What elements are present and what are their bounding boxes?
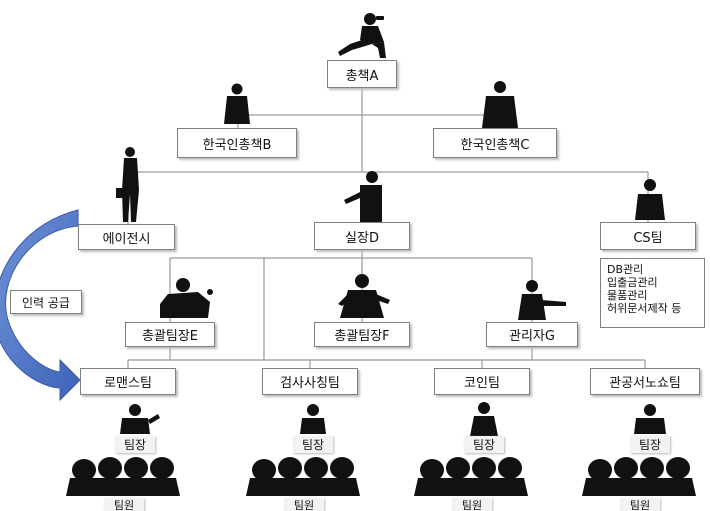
cs-duty-item: DB관리 — [607, 263, 644, 276]
node-team-official: 관공서노쇼팀 — [590, 368, 700, 395]
node-lead-e: 총괄팀장E — [125, 322, 215, 347]
node-team-romance: 로맨스팀 — [80, 368, 176, 395]
official-member-label: 팀원 — [620, 498, 660, 511]
person-b-silhouette-icon — [224, 83, 250, 124]
member-groups-icon — [66, 457, 696, 496]
cs-duties-list: DB관리 입출금관리 물품관리 허위문서제작 등 — [600, 258, 705, 328]
node-lead-f: 총괄팀장F — [314, 322, 410, 347]
romance-leader-label: 팀장 — [115, 436, 155, 453]
supply-arrow-icon — [0, 209, 81, 402]
prosecutor-leader-silhouette-icon — [300, 404, 326, 434]
cs-duty-item: 허위문서제작 등 — [607, 302, 682, 315]
node-korea-b: 한국인총책B — [177, 128, 297, 158]
lead-e-silhouette-icon — [160, 278, 213, 318]
node-boss: 총책A — [327, 60, 397, 88]
prosecutor-member-label: 팀원 — [284, 498, 324, 511]
coin-leader-label: 팀장 — [464, 436, 504, 453]
coin-member-label: 팀원 — [452, 498, 492, 511]
official-members-icon — [582, 457, 696, 496]
coin-leader-silhouette-icon — [470, 402, 498, 436]
prosecutor-members-icon — [246, 457, 360, 496]
cs-duty-item: 입출금관리 — [607, 276, 658, 289]
node-team-coin: 코인팀 — [434, 368, 530, 395]
node-agency: 에이전시 — [78, 224, 175, 250]
boss-silhouette-icon — [338, 13, 386, 58]
cs-person-silhouette-icon — [635, 179, 665, 220]
agency-person-silhouette-icon — [116, 147, 139, 222]
node-korea-c: 한국인총책C — [433, 128, 557, 158]
manager-d-silhouette-icon — [344, 171, 382, 222]
supply-label: 인력 공급 — [10, 290, 82, 314]
node-cs-team: CS팀 — [600, 222, 696, 250]
prosecutor-leader-label: 팀장 — [293, 436, 333, 453]
node-team-prosecutor: 검사사칭팀 — [262, 368, 358, 395]
silhouettes — [116, 13, 666, 436]
admin-g-silhouette-icon — [518, 280, 566, 320]
official-leader-silhouette-icon — [634, 404, 666, 434]
lead-f-silhouette-icon — [338, 274, 390, 318]
node-manager-d: 실장D — [314, 222, 410, 250]
node-admin-g: 관리자G — [486, 322, 578, 347]
coin-members-icon — [414, 457, 528, 496]
romance-members-icon — [66, 457, 180, 496]
romance-leader-silhouette-icon — [120, 404, 160, 434]
cs-duty-item: 물품관리 — [607, 289, 648, 302]
romance-member-label: 팀원 — [104, 498, 144, 511]
person-c-silhouette-icon — [482, 81, 518, 128]
official-leader-label: 팀장 — [630, 436, 670, 453]
